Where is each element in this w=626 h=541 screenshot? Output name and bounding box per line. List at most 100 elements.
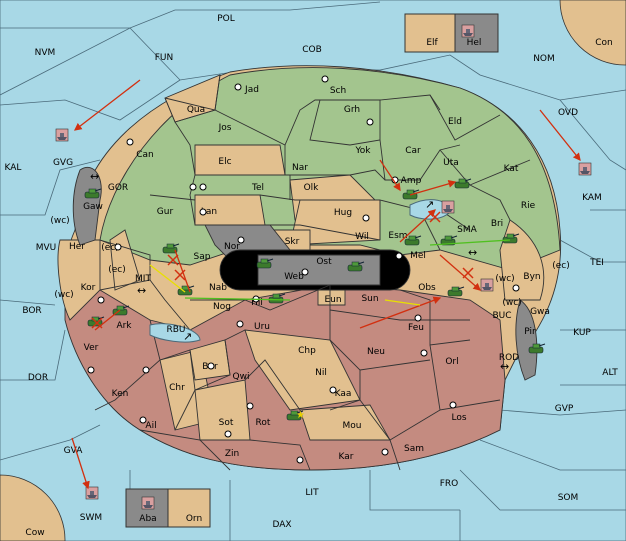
province-label-gur: Gur (157, 207, 174, 217)
province-label-elc: Elc (218, 157, 231, 167)
province-label-nab: Nab (209, 283, 227, 293)
army-unit[interactable] (447, 286, 465, 297)
province-label-web: Web (284, 272, 304, 282)
province-label-orl: Orl (445, 357, 458, 367)
fleet-unit[interactable] (55, 128, 69, 142)
svg-text:↔: ↔ (500, 360, 509, 373)
sea-label-gor: GOR (108, 183, 128, 193)
army-unit[interactable] (404, 235, 422, 246)
province-label-kar: Kar (339, 452, 354, 462)
army-unit[interactable] (162, 243, 180, 254)
units: ★ (55, 24, 592, 510)
fleet-unit[interactable] (141, 496, 155, 510)
sea-label-ovd: OVD (558, 108, 578, 118)
province-label-jad: Jad (244, 85, 259, 95)
province-label-skr: Skr (285, 237, 300, 247)
province-elf[interactable] (404, 13, 456, 53)
sea-label-rod: ROD (499, 353, 519, 363)
province-cow[interactable] (0, 474, 66, 541)
army-unit[interactable] (528, 343, 546, 354)
province-label-ost: Ost (316, 257, 332, 267)
svg-text:↔: ↔ (468, 246, 477, 259)
province-label-chp: Chp (298, 346, 316, 356)
sea-label-mvu: MVU (36, 243, 57, 253)
continent (57, 65, 562, 471)
retreat-markers: ↔ ↔ ↔ ↔ ↗ ↗ (90, 170, 509, 373)
sea-label-gva: GVA (64, 446, 84, 456)
sea-label-con: Con (595, 38, 613, 48)
sea-label-dax: DAX (272, 520, 291, 530)
sea-label-cow: Cow (25, 528, 44, 538)
sea-label-fro: FRO (440, 479, 459, 489)
sea-label-alt: ALT (602, 368, 618, 378)
army-unit[interactable] (286, 410, 304, 421)
sea-label-rbu: RBU (166, 325, 185, 335)
svg-text:↔: ↔ (90, 170, 99, 183)
sea-rbu[interactable] (149, 323, 201, 343)
svg-text:↗: ↗ (183, 330, 192, 343)
province-con[interactable] (559, 0, 626, 66)
province-label-neu: Neu (367, 347, 385, 357)
sea-label-kup: KUP (573, 328, 591, 338)
province-label-amp: Amp (401, 176, 422, 186)
fleet-unit[interactable] (578, 162, 592, 176)
province-label-uru: Uru (254, 322, 270, 332)
army-unit[interactable] (84, 188, 102, 199)
sea-label-buc: BUC (492, 311, 511, 321)
province-label-gaw: Gaw (83, 202, 103, 212)
sea-label-fun: FUN (155, 53, 174, 63)
sea-label-dor: DOR (28, 373, 48, 383)
fleet-unit[interactable] (441, 200, 455, 214)
province-label-uta: Uta (443, 158, 459, 168)
province-label-her: Her (69, 242, 85, 252)
coast-label: (ec) (101, 243, 119, 253)
province-label-nar: Nar (292, 163, 308, 173)
province-label-lan: Lan (201, 207, 217, 217)
sea-label-mit: MIT (135, 274, 151, 284)
province-label-los: Los (451, 413, 466, 423)
order-arrows (71, 79, 581, 490)
province-label-sam: Sam (404, 444, 424, 454)
sea-label-gvg: GVG (53, 158, 73, 168)
province-label-kor: Kor (81, 283, 96, 293)
province-label-nog: Nog (213, 302, 231, 312)
coast-label: (ec) (108, 265, 126, 275)
province-label-aba: Aba (139, 514, 156, 524)
province-label-qua: Qua (187, 105, 205, 115)
sea-label-nvm: NVM (35, 48, 56, 58)
province-label-hug: Hug (334, 208, 352, 218)
sea-label-nom: NOM (533, 54, 555, 64)
fleet-unit[interactable] (480, 278, 494, 292)
province-label-mel: Mel (410, 251, 426, 261)
province-label-hel: Hel (467, 38, 482, 48)
sea-label-kal: KAL (5, 163, 22, 173)
province-label-sch: Sch (330, 86, 346, 96)
sea-label-bor: BOR (22, 306, 41, 316)
fleet-unit[interactable] (461, 24, 475, 38)
army-unit[interactable] (454, 178, 472, 189)
province-label-ail: Ail (145, 421, 156, 431)
sea-label-som: SOM (558, 493, 579, 503)
sea-label-gvp: GVP (555, 404, 574, 414)
province-orn[interactable] (167, 488, 211, 528)
province-label-sun: Sun (361, 294, 378, 304)
army-unit[interactable] (256, 258, 274, 269)
province-label-can: Can (136, 150, 154, 160)
province-label-jos: Jos (218, 123, 232, 133)
coast-labels: (wc)(ec)(ec)(wc)(wc)(ec)(wc) (50, 216, 569, 308)
sea-label-lit: LIT (305, 488, 319, 498)
army-unit[interactable] (347, 261, 365, 272)
star-icon: ★ (296, 410, 305, 421)
sea-label-pol: POL (217, 14, 235, 24)
coast-label: (wc) (54, 290, 73, 300)
province-label-obs: Obs (418, 283, 436, 293)
province-label-orn: Orn (186, 514, 202, 524)
province-label-kat: Kat (504, 164, 519, 174)
sea-label-sma: SMA (457, 225, 477, 235)
province-label-chr: Chr (169, 383, 185, 393)
fleet-unit[interactable] (85, 486, 99, 500)
svg-text:↗: ↗ (425, 198, 434, 211)
province-label-tel: Tel (251, 183, 264, 193)
coast-label: (wc) (50, 216, 69, 226)
